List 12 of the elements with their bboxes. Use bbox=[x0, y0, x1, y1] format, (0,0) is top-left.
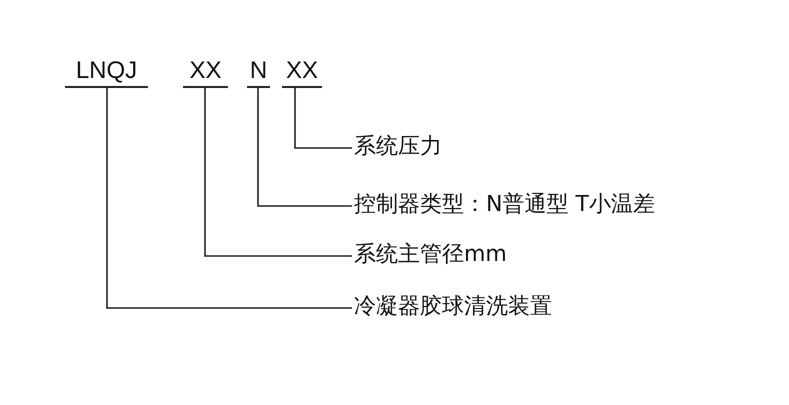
code-description: 控制器类型：N普通型 T小温差 bbox=[354, 190, 655, 220]
leader-line bbox=[294, 88, 352, 149]
code-description: 冷凝器胶球清洗装置 bbox=[354, 292, 552, 322]
code-description: 系统压力 bbox=[354, 132, 442, 162]
model-code-segment: N bbox=[247, 56, 270, 88]
leader-line bbox=[257, 88, 352, 207]
model-code-segment: XX bbox=[183, 56, 228, 88]
leader-line bbox=[204, 88, 352, 257]
leader-line bbox=[106, 88, 352, 309]
model-code-segment: XX bbox=[282, 56, 322, 88]
code-description: 系统主管径mm bbox=[354, 240, 507, 270]
model-code-segment: LNQJ bbox=[65, 56, 148, 88]
